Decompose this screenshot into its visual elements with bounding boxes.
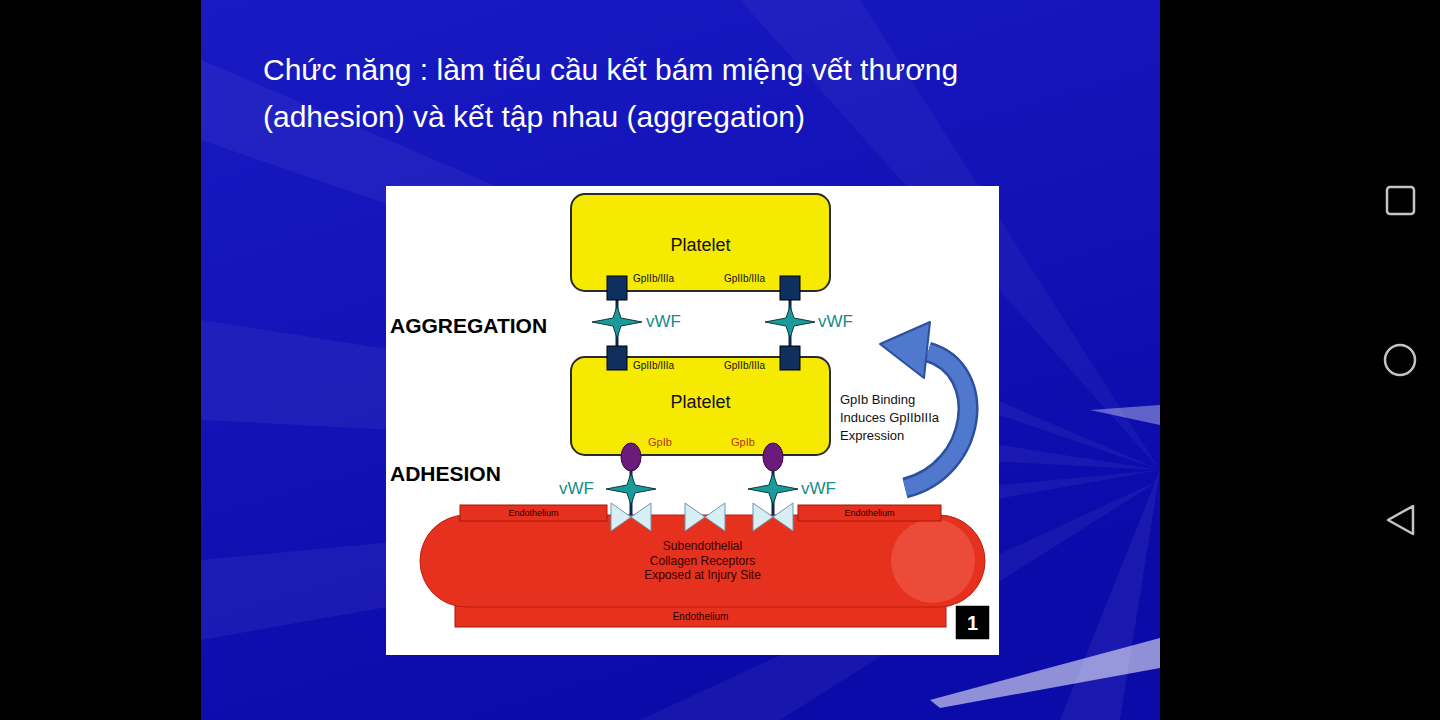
collagen-receptor xyxy=(753,503,793,531)
endothelium-label: Endothelium xyxy=(673,611,729,623)
slide-rays xyxy=(201,0,1160,720)
gpib-receptor xyxy=(763,443,783,471)
platelet-box-outline xyxy=(571,357,830,455)
figure-number-box-outline xyxy=(955,605,990,640)
collagen-receptor-half xyxy=(773,503,793,531)
receptor-label: GpIIb/IIIa xyxy=(633,273,674,285)
receptor-label: GpIIb/IIIa xyxy=(724,273,765,285)
nav-recent-icon xyxy=(1387,187,1414,214)
connector-label: vWF xyxy=(800,479,837,499)
vwf-star xyxy=(765,306,815,338)
vessel-label: Subendothelial Collagen Receptors Expose… xyxy=(641,539,765,582)
figure-number-box: 1 xyxy=(955,605,990,640)
stage-label: AGGREGATION xyxy=(390,313,547,338)
receptor-label: GpIb xyxy=(731,436,755,449)
vessel-band-outline xyxy=(420,515,985,607)
gpiib-receptor xyxy=(607,276,627,300)
light-streak xyxy=(1090,405,1160,425)
platelet-box: PlateletGpIIb/IIIa GpIIb/IIIa xyxy=(571,194,830,291)
collagen-receptor-half xyxy=(753,503,773,531)
vessel-highlight xyxy=(891,519,975,603)
callout-number: 1 xyxy=(967,611,978,635)
figure-panel xyxy=(386,186,999,655)
vwf-star xyxy=(606,473,656,505)
receptor-label: GpIIb/IIIa xyxy=(633,360,674,372)
collagen-receptor-half xyxy=(705,503,725,531)
endothelium-bar-shape xyxy=(460,505,607,521)
endothelium-label: Endothelium xyxy=(508,508,558,519)
receptor-label: GpIb xyxy=(648,436,672,449)
collagen-receptor xyxy=(685,503,725,531)
gpib-receptor xyxy=(621,443,641,471)
gpiib-receptor xyxy=(780,346,800,370)
platelet-label: Platelet xyxy=(670,235,730,257)
figure-number-box-shape xyxy=(955,605,990,640)
arrow-note: GpIb Binding Induces GpIIbIIIa Expressio… xyxy=(840,391,952,445)
endothelium-bar: Endothelium xyxy=(455,606,946,627)
endothelium-bar-outline xyxy=(460,505,607,521)
collagen-receptor-half xyxy=(631,503,651,531)
vessel-band-shape xyxy=(420,515,985,607)
collagen-receptor xyxy=(611,503,651,531)
curved-arrow-head xyxy=(880,322,930,378)
connector-label: vWF xyxy=(817,312,854,332)
platelet-box-shape xyxy=(571,357,830,455)
collagen-receptor-half xyxy=(611,503,631,531)
collagen-receptor-half xyxy=(685,503,705,531)
nav-home-icon xyxy=(1385,345,1415,375)
endothelium-bar-shape xyxy=(798,505,941,521)
endothelium-label: Endothelium xyxy=(844,508,894,519)
stage-label: ADHESION xyxy=(390,461,501,486)
slide-background xyxy=(201,0,1160,720)
endothelium-bar: Endothelium xyxy=(798,505,941,521)
endothelium-bar: Endothelium xyxy=(460,505,607,521)
connector-label: vWF xyxy=(558,479,595,499)
receptor-label: GpIIb/IIIa xyxy=(724,360,765,372)
slide-title: Chức năng : làm tiểu cầu kết bám miệng v… xyxy=(263,46,1093,140)
endothelium-bar-outline xyxy=(798,505,941,521)
gpiib-receptor xyxy=(780,276,800,300)
platelet-label: Platelet xyxy=(670,392,730,414)
connector-label: vWF xyxy=(645,312,682,332)
vwf-star xyxy=(592,306,642,338)
vwf-star xyxy=(748,473,798,505)
nav-back-icon xyxy=(1388,506,1413,534)
endothelium-bar-outline xyxy=(455,606,946,627)
vessel-band: Subendothelial Collagen Receptors Expose… xyxy=(420,515,985,607)
endothelium-bar-shape xyxy=(455,606,946,627)
gpiib-receptor xyxy=(607,346,627,370)
platelet-box: GpIIb/IIIa GpIIb/IIIaPlateletGpIb GpIb xyxy=(571,357,830,455)
